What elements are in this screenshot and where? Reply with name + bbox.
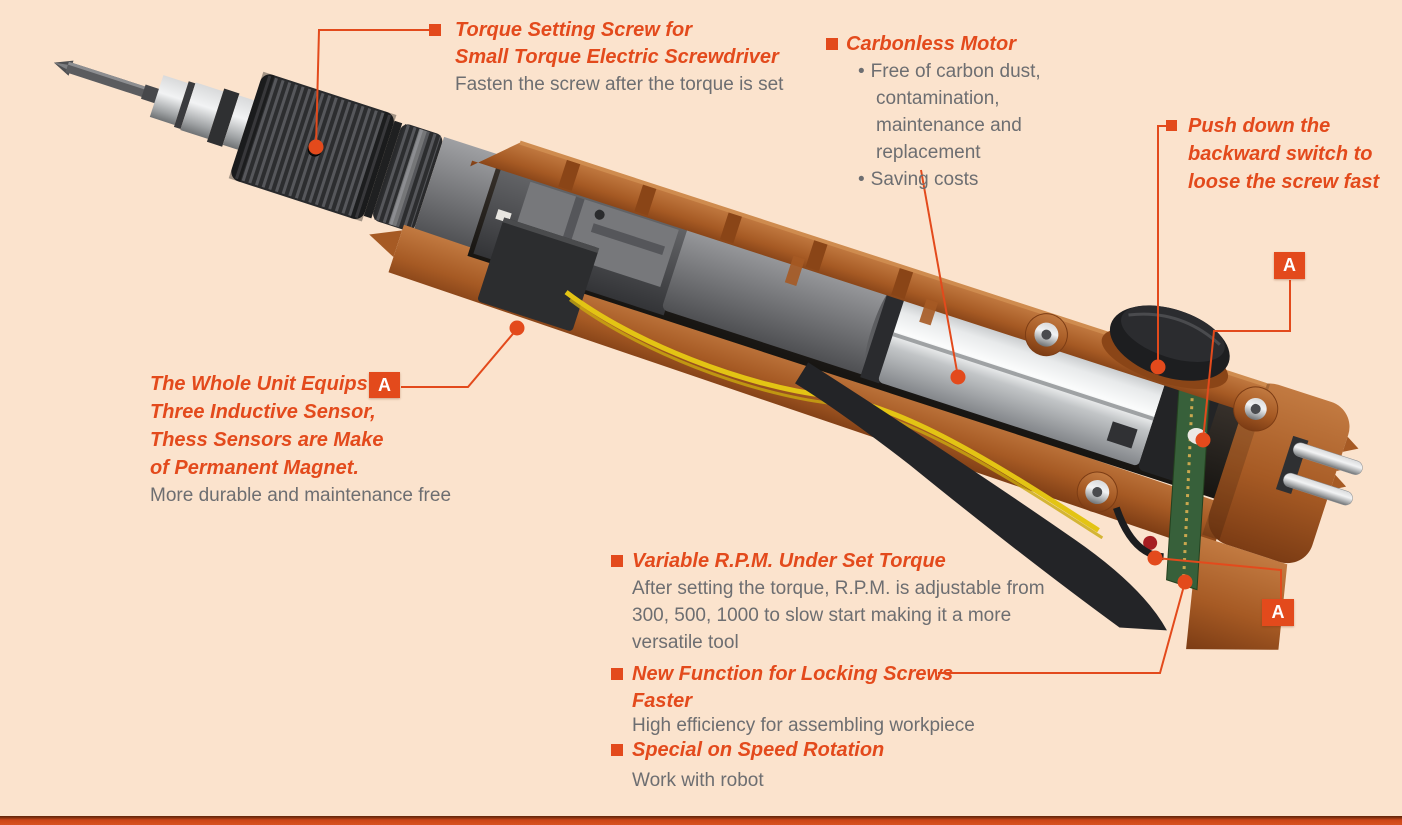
marker-dot-torque-screw xyxy=(308,139,324,155)
annotation-body: After setting the torque, R.P.M. is adju… xyxy=(632,578,1045,653)
marker-dot-backward-switch xyxy=(1150,359,1166,375)
device-backward-switch xyxy=(1101,305,1230,390)
connector-carbonless-motor-line xyxy=(920,169,959,378)
marker-dot-lock-component xyxy=(1147,550,1163,566)
annotation-backward-switch: Push down the backward switch to loose t… xyxy=(1166,112,1380,196)
annotation-torque-screw: Torque Setting Screw for Small Torque El… xyxy=(429,17,784,98)
annotation-heading: Variable R.P.M. Under Set Torque xyxy=(632,550,946,572)
bullet-icon: • xyxy=(858,61,865,82)
annotation-heading: of Permanent Magnet. xyxy=(150,457,359,479)
device-grip xyxy=(795,362,1167,631)
annotation-heading: New Function for Locking Screws xyxy=(632,663,954,685)
square-marker-icon xyxy=(826,38,838,50)
square-marker-icon xyxy=(611,744,623,756)
bullet-item: •Saving costs xyxy=(858,169,979,190)
annotation-body: More durable and maintenance free xyxy=(150,485,452,506)
connector-badge-left-line xyxy=(401,328,518,388)
connector-badge-top-line xyxy=(1202,280,1291,441)
annotation-heading: Faster xyxy=(632,690,693,712)
badge-a-bottom-right: A xyxy=(1262,599,1294,626)
annotation-heading: Torque Setting Screw for xyxy=(455,19,693,41)
annotation-heading: loose the screw fast xyxy=(1188,171,1380,193)
device-housing-top xyxy=(470,140,1268,416)
annotation-body: High efficiency for assembling workpiece xyxy=(632,715,975,736)
annotation-heading: Carbonless Motor xyxy=(846,33,1017,55)
bullet-icon: • xyxy=(858,169,865,190)
device-chuck xyxy=(149,75,255,150)
marker-dot-inductive-sensor xyxy=(509,320,525,336)
annotation-bullet-list: •Free of carbon dust, contamination, mai… xyxy=(846,58,1096,193)
annotation-body: Work with robot xyxy=(632,770,764,791)
device-inductive-sensor xyxy=(477,209,600,331)
connector-badge-bottom-line xyxy=(1155,557,1282,599)
bullet-item: •Free of carbon dust, contamination, mai… xyxy=(858,61,1041,163)
annotation-variable-rpm: Variable R.P.M. Under Set Torque After s… xyxy=(611,548,1052,656)
annotation-body: Fasten the screw after the torque is set xyxy=(455,74,784,95)
annotation-heading: Special on Speed Rotation xyxy=(632,739,885,761)
square-marker-icon xyxy=(429,24,441,36)
annotation-speed-rotation: Special on Speed Rotation Work with robo… xyxy=(611,737,885,794)
square-marker-icon xyxy=(611,555,623,567)
annotation-carbonless-motor: Carbonless Motor •Free of carbon dust, c… xyxy=(826,31,1096,193)
annotation-heading: The Whole Unit Equips xyxy=(150,373,368,395)
connector-locking-screws-line xyxy=(938,581,1186,674)
device-motor-front xyxy=(662,221,911,384)
annotation-heading: Push down the xyxy=(1188,115,1331,137)
badge-a-sensor: A xyxy=(369,372,400,398)
badge-a-top-right: A xyxy=(1274,252,1305,279)
annotation-heading: Thess Sensors are Make xyxy=(150,429,384,451)
square-marker-icon xyxy=(611,668,623,680)
marker-dot-carbonless-motor xyxy=(950,369,966,385)
marker-dot-sensor-pcb xyxy=(1195,432,1211,448)
connector-torque-screw-line xyxy=(315,29,433,148)
square-marker-icon xyxy=(1166,120,1177,131)
annotation-heading: Small Torque Electric Screwdriver xyxy=(455,46,779,68)
annotation-inductive-sensor: The Whole Unit Equips Three Inductive Se… xyxy=(150,370,451,509)
device-power-pins xyxy=(1275,435,1363,506)
annotation-heading: Three Inductive Sensor, xyxy=(150,401,376,423)
annotation-heading: backward switch to xyxy=(1188,143,1373,165)
footer-accent-bar xyxy=(0,816,1402,825)
connector-backward-switch-line xyxy=(1157,125,1167,367)
marker-dot-pcb-lower xyxy=(1177,574,1193,590)
device-screws xyxy=(1024,313,1279,513)
annotation-locking-screws: New Function for Locking Screws Faster H… xyxy=(611,661,975,739)
